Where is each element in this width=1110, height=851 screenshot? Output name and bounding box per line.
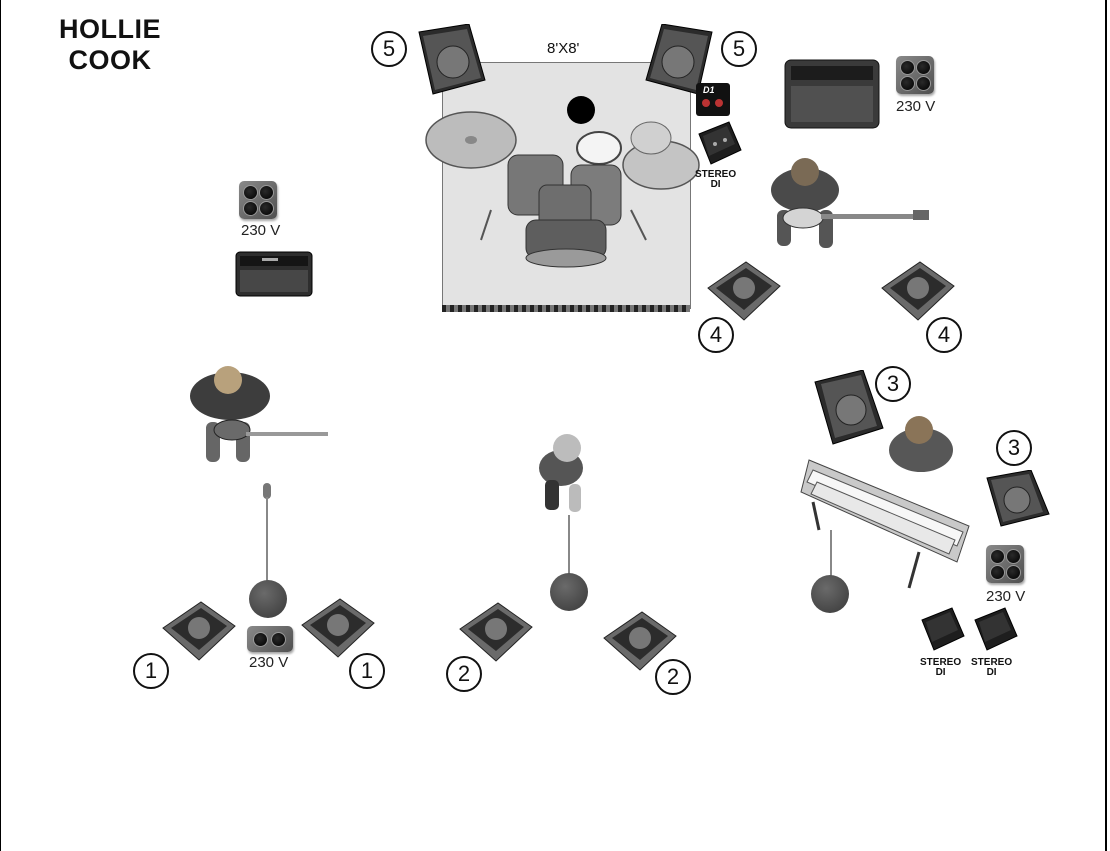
power-label: 230 V	[249, 654, 289, 671]
power-outlet-icon	[247, 626, 293, 652]
monitor-number-5-left: 5	[371, 31, 407, 67]
mic-base	[550, 573, 588, 611]
mic-base	[811, 575, 849, 613]
stereo-di-label-drums: STEREO DI	[695, 169, 737, 190]
title-line-2: COOK	[68, 45, 152, 75]
power-outlet-icon	[896, 56, 934, 94]
mic-base	[249, 580, 287, 618]
monitor-number-3-top: 3	[875, 366, 911, 402]
power-outlet-icon	[986, 545, 1024, 583]
di-box-icon: D1	[696, 83, 730, 116]
floor-wedge-icon	[162, 601, 236, 661]
monitor-number-4-left: 4	[698, 317, 734, 353]
guitar-player-icon	[190, 366, 328, 462]
power-label: 230 V	[986, 588, 1026, 605]
keyboard-icon	[800, 459, 970, 589]
floor-wedge-icon	[301, 598, 375, 658]
amplifier-icon	[784, 59, 880, 129]
power-outlet-icon	[239, 181, 277, 219]
monitor-number-1-right: 1	[349, 653, 385, 689]
drum-kit-icon	[425, 96, 700, 268]
monitor-number-3-right: 3	[996, 430, 1032, 466]
title-line-1: HOLLIE	[59, 14, 161, 44]
side-fill-speaker-icon	[986, 470, 1050, 527]
keyboard-player-icon	[889, 416, 953, 472]
monitor-number-1-left: 1	[133, 653, 169, 689]
di-box-icon	[921, 607, 965, 651]
floor-wedge-icon	[603, 611, 677, 671]
power-label: 230 V	[241, 222, 281, 239]
drum-riser-front	[442, 305, 690, 312]
side-fill-speaker-icon	[418, 24, 486, 95]
di-box-icon	[698, 121, 742, 165]
vocalist-icon	[539, 434, 583, 512]
floor-wedge-icon	[459, 602, 533, 662]
monitor-number-2-left: 2	[446, 656, 482, 692]
amplifier-icon	[235, 251, 313, 297]
stereo-di-label-keys-1: STEREO DI	[920, 657, 962, 678]
band-title: HOLLIE COOK	[59, 14, 161, 76]
monitor-number-4-right: 4	[926, 317, 962, 353]
stereo-di-label-keys-2: STEREO DI	[971, 657, 1013, 678]
floor-wedge-icon	[881, 261, 955, 321]
monitor-number-2-right: 2	[655, 659, 691, 695]
floor-wedge-icon	[707, 261, 781, 321]
bass-player-icon	[771, 158, 929, 248]
riser-size-label: 8'X8'	[547, 40, 580, 57]
di-box-icon	[974, 607, 1018, 651]
di-badge: D1	[703, 85, 715, 95]
side-fill-speaker-icon	[814, 370, 884, 445]
monitor-number-5-right: 5	[721, 31, 757, 67]
power-label: 230 V	[896, 98, 936, 115]
